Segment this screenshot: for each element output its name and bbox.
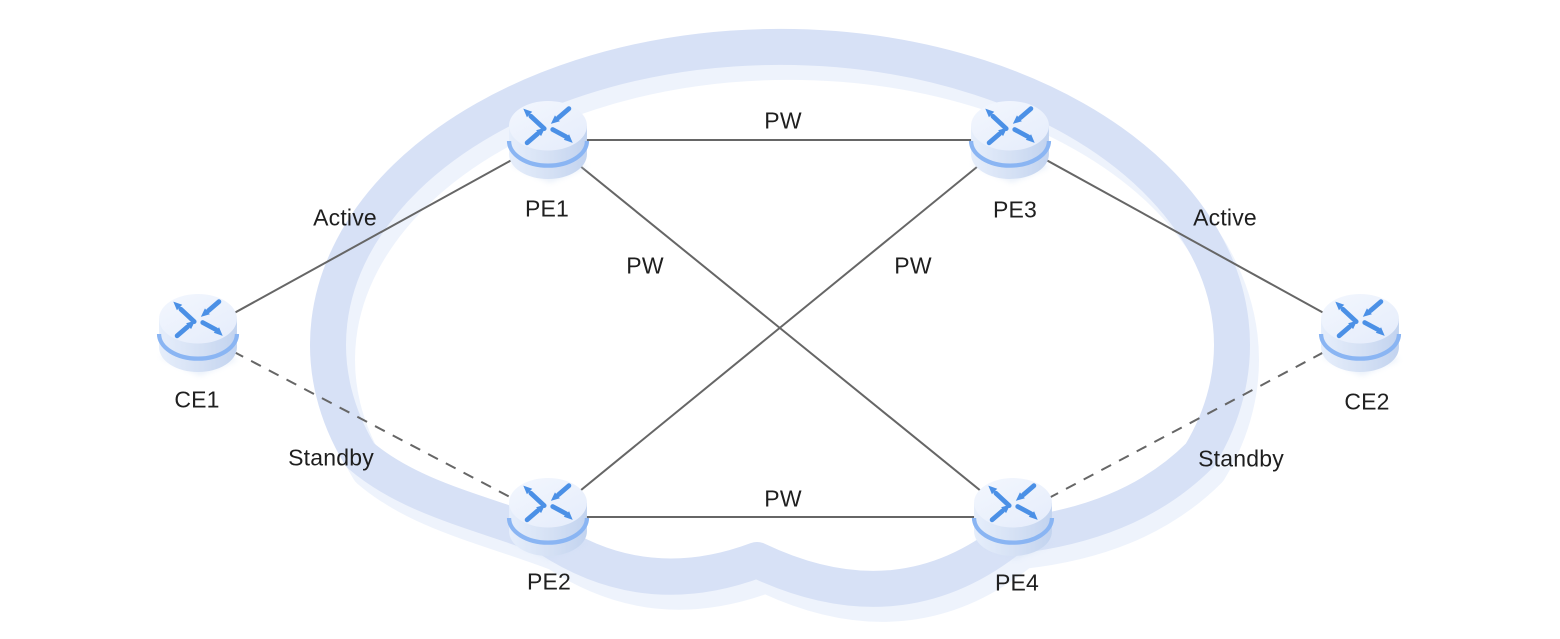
- router-icon-pe1: [509, 101, 588, 183]
- router-icon-ce1: [159, 294, 238, 376]
- link-label-pw-mid-left: PW: [626, 252, 664, 279]
- node-label-pe1: PE1: [524, 195, 570, 222]
- link-label-pw-bottom: PW: [764, 485, 802, 512]
- node-label-pe3: PE3: [992, 196, 1038, 223]
- link-pe3-ce2: [1009, 139, 1361, 334]
- link-label-standby-left: Standby: [288, 444, 374, 471]
- node-label-ce2: CE2: [1344, 388, 1390, 415]
- router-icon-pe2: [509, 478, 588, 560]
- router-icon-pe3: [971, 101, 1050, 183]
- node-label-pe2: PE2: [526, 568, 572, 595]
- network-cloud: [310, 28, 1250, 607]
- link-pe2-pe3: [547, 139, 1011, 518]
- node-label-pe4: PE4: [994, 569, 1040, 596]
- link-ce1-pe2: [197, 332, 549, 518]
- router-icon-pe4: [974, 478, 1053, 560]
- link-label-active-right: Active: [1193, 204, 1257, 231]
- link-label-pw-mid-right: PW: [894, 252, 932, 279]
- node-label-ce1: CE1: [174, 386, 220, 413]
- router-icon-ce2: [1321, 294, 1400, 376]
- link-label-pw-top: PW: [764, 107, 802, 134]
- link-label-standby-right: Standby: [1198, 445, 1284, 472]
- link-ce1-pe1: [197, 139, 549, 334]
- link-pe4-ce2: [1012, 332, 1361, 518]
- link-label-active-left: Active: [313, 204, 377, 231]
